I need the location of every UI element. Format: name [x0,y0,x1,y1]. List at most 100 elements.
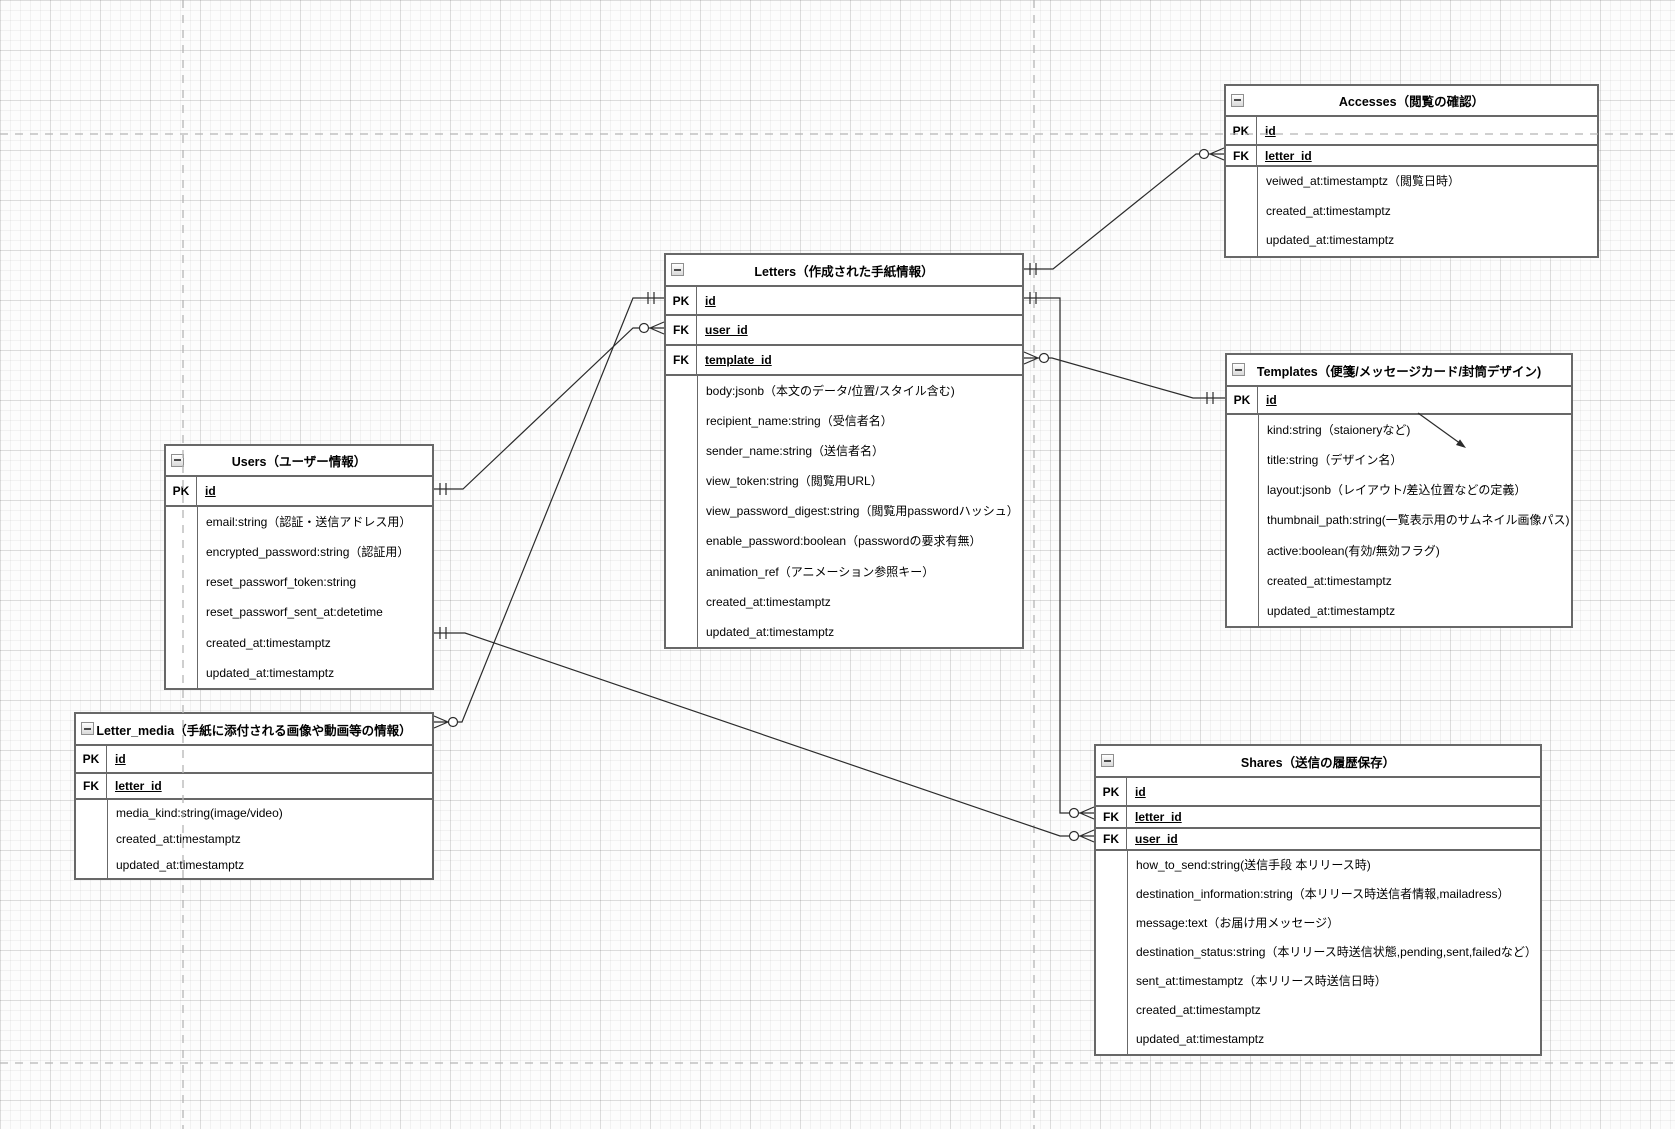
attribute-row[interactable]: destination_information:string（本リリース時送信者… [1136,887,1510,901]
key-tag: PK [76,746,107,772]
key-tag: FK [76,774,107,798]
attribute-row[interactable]: active:boolean(有効/無効フラグ) [1267,543,1440,558]
table-title-text: Letter_media（手紙に添付される画像や動画等の情報） [96,723,412,738]
attribute-row[interactable]: updated_at:timestamptz [1267,603,1396,618]
attribute-block: body:jsonb（本文のデータ/位置/スタイル含む) recipient_na… [666,376,1022,647]
collapse-minus-icon[interactable] [1232,363,1245,376]
collapse-minus-icon[interactable] [1231,93,1244,107]
attribute-row[interactable]: recipient_name:string（受信者名） [706,414,893,429]
table-title-templates: Templates（便箋/メッセージカード/封筒デザイン) [1227,355,1571,387]
key-tag: FK [1096,829,1127,849]
table-title-text: Accesses（閲覧の確認） [1338,95,1485,109]
attribute-row[interactable]: reset_passworf_token:string [206,575,357,590]
key-name: letter_id [1135,810,1182,824]
key-tag: FK [666,346,697,374]
attribute-row[interactable]: message:text（お届け用メッセージ） [1136,916,1340,930]
attribute-row[interactable]: animation_ref（アニメーション参照キー） [706,564,935,579]
attribute-row[interactable]: destination_status:string（本リリース時送信状態,pen… [1136,945,1537,959]
key-row-accesses-id[interactable]: PK id [1226,117,1597,146]
table-title-shares: Shares（送信の履歴保存） [1096,746,1540,778]
attribute-row[interactable]: updated_at:timestamptz [706,624,835,639]
relationship-letters-accesses[interactable] [1024,147,1225,275]
attribute-row[interactable]: created_at:timestamptz [1136,1003,1261,1017]
key-row-letters-id[interactable]: PK id [666,287,1022,316]
attribute-row[interactable]: sent_at:timestamptz（本リリース時送信日時） [1136,974,1387,988]
attribute-row[interactable]: created_at:timestamptz [116,832,241,846]
table-title-text: Users（ユーザー情報） [231,455,367,469]
collapse-minus-icon[interactable] [671,263,684,276]
key-name: id [1266,393,1277,407]
attribute-row[interactable]: reset_passworf_sent_at:detetime [206,605,383,620]
key-name: id [1265,123,1276,138]
collapse-minus-icon[interactable] [171,453,184,467]
attribute-row[interactable]: title:string（デザイン名） [1267,453,1403,468]
attribute-row[interactable]: how_to_send:string(送信手段 本リリース時) [1136,858,1371,872]
attribute-row[interactable]: sender_name:string（送信者名） [706,444,885,459]
attribute-row[interactable]: updated_at:timestamptz [1136,1032,1265,1046]
key-row-templates-id[interactable]: PK id [1227,387,1571,415]
attribute-block: kind:string（staioneryなど) title:string（デザイ… [1227,415,1571,626]
attribute-row[interactable]: updated_at:timestamptz [206,665,335,680]
attribute-row[interactable]: layout:jsonb（レイアウト/差込位置などの定義） [1267,483,1527,498]
key-name: user_id [1135,832,1178,846]
key-row-letter_media-letter_id[interactable]: FK letter_id [76,774,432,800]
relationship-letters-shares[interactable] [1024,292,1095,820]
collapse-minus-icon[interactable] [1101,754,1114,767]
attribute-row[interactable]: thumbnail_path:string(一覧表示用のサムネイル画像パス) [1267,513,1570,528]
attribute-row[interactable]: created_at:timestamptz [1267,573,1392,588]
key-name: letter_id [1265,148,1312,163]
key-tag: PK [1227,387,1258,413]
attribute-row[interactable]: updated_at:timestamptz [1266,233,1395,248]
table-title-users: Users（ユーザー情報） [166,446,432,477]
table-title-letters: Letters（作成された手紙情報） [666,255,1022,287]
attribute-row[interactable]: updated_at:timestamptz [116,858,245,872]
table-templates[interactable]: Templates（便箋/メッセージカード/封筒デザイン) PK id kind:st… [1225,353,1573,628]
attribute-row[interactable]: view_password_digest:string（閲覧用passwordハ… [706,504,1019,519]
key-name: id [705,293,716,308]
attribute-block: veiwed_at:timestamptz（閲覧日時） created_at:ti… [1226,167,1597,256]
key-tag: FK [1226,146,1257,165]
attribute-row[interactable]: veiwed_at:timestamptz（閲覧日時） [1266,174,1461,188]
relationship-users-letters[interactable] [434,321,665,495]
relationship-templates-letters[interactable] [1023,351,1225,404]
attribute-row[interactable]: body:jsonb（本文のデータ/位置/スタイル含む) [706,384,955,398]
attribute-row[interactable]: email:string（認証・送信アドレス用） [206,515,412,529]
key-tag: PK [166,477,197,505]
collapse-minus-icon[interactable] [81,722,94,735]
key-name: user_id [705,323,748,337]
relationship-users-shares[interactable] [434,627,1095,843]
table-title-letter_media: Letter_media（手紙に添付される画像や動画等の情報） [76,714,432,746]
attribute-row[interactable]: encrypted_password:string（認証用） [206,545,410,560]
attribute-row[interactable]: created_at:timestamptz [206,635,331,650]
attribute-row[interactable]: enable_password:boolean（passwordの要求有無） [706,534,982,549]
key-name: letter_id [115,779,162,793]
table-title-text: Templates（便箋/メッセージカード/封筒デザイン) [1256,364,1542,379]
table-title-accesses: Accesses（閲覧の確認） [1226,86,1597,117]
attribute-row[interactable]: view_token:string（閲覧用URL） [706,474,883,489]
attribute-row[interactable]: created_at:timestamptz [1266,203,1391,218]
attribute-row[interactable]: media_kind:string(image/video) [116,806,283,820]
table-title-text: Letters（作成された手紙情報） [754,264,934,279]
key-tag: PK [1226,117,1257,144]
attribute-row[interactable]: created_at:timestamptz [706,594,831,609]
table-title-text: Shares（送信の履歴保存） [1240,755,1396,770]
key-row-accesses-letter_id[interactable]: FK letter_id [1226,146,1597,167]
key-row-shares-user_id[interactable]: FK user_id [1096,829,1540,851]
attribute-row[interactable]: kind:string（staioneryなど) [1267,423,1411,437]
attribute-block: media_kind:string(image/video) created_at… [76,800,432,878]
key-tag: PK [666,287,697,314]
relationship-letters-letter-media[interactable] [433,292,664,729]
key-tag: PK [1096,778,1127,805]
